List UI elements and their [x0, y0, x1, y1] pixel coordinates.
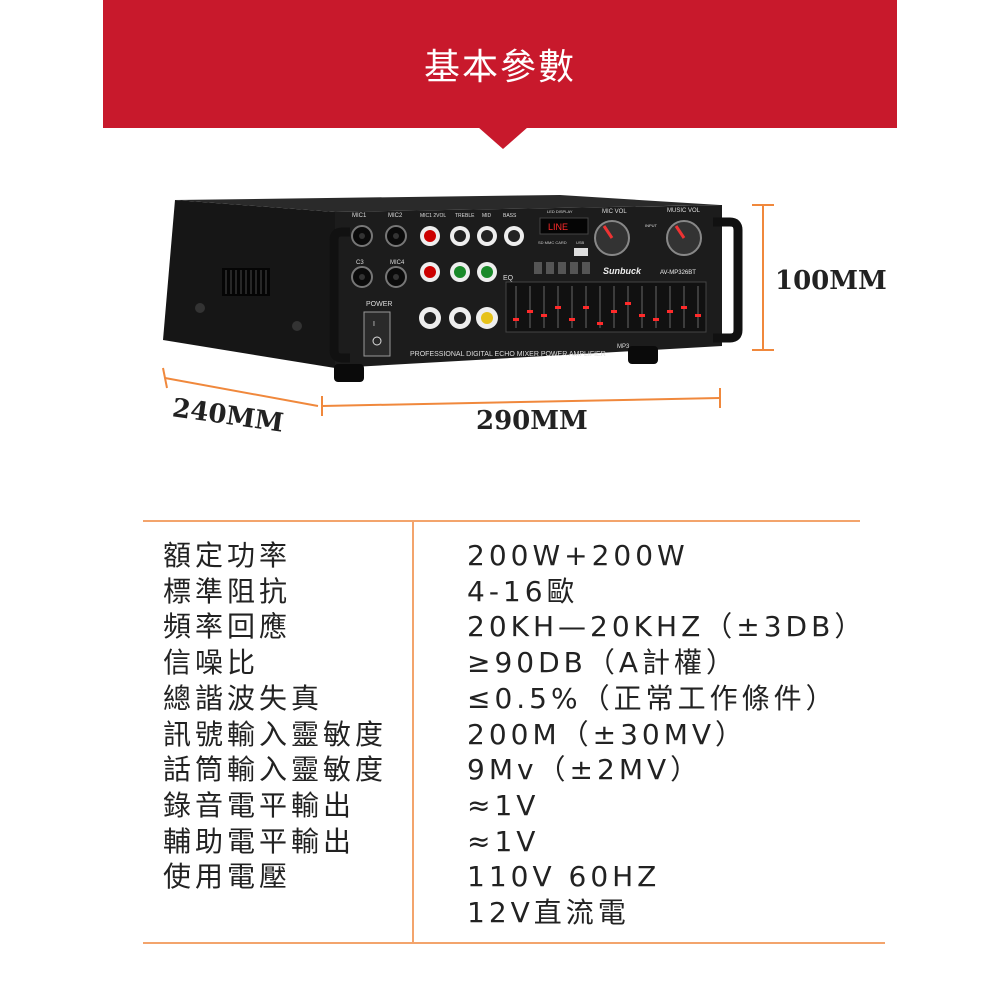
height-label: 100MM — [775, 266, 887, 296]
right-handle — [713, 217, 743, 343]
svg-text:MP3: MP3 — [617, 344, 630, 350]
width-label: 290MM — [476, 406, 588, 436]
header-banner: 基本參數 — [103, 0, 897, 128]
spec-label: 頻率回應 — [163, 610, 292, 644]
svg-text:MIC1 2VOL: MIC1 2VOL — [420, 213, 446, 219]
svg-text:SD MMC CARD: SD MMC CARD — [538, 240, 567, 245]
spec-divider-top — [143, 520, 860, 522]
spec-label: 話筒輸入靈敏度 — [163, 753, 388, 787]
spec-value: ≥90DB（A計權） — [467, 646, 739, 680]
page-title: 基本參數 — [423, 47, 576, 88]
amplifier-top-edge — [175, 195, 720, 212]
brand-label: Sunbuck — [603, 266, 642, 276]
svg-text:POWER: POWER — [366, 301, 392, 308]
spec-value: ≈1V — [467, 788, 540, 822]
spec-label: 標準阻抗 — [163, 574, 292, 608]
spec-value-list: 200W+200W 4-16歐 20KH—20KHZ（±3DB） ≥90DB（A… — [467, 538, 866, 931]
spec-label: 使用電壓 — [163, 860, 292, 894]
svg-text:LINE: LINE — [548, 222, 568, 232]
svg-text:MIC2: MIC2 — [388, 213, 403, 219]
front-panel-text: PROFESSIONAL DIGITAL ECHO MIXER POWER AM… — [410, 351, 606, 358]
svg-text:MID: MID — [482, 213, 492, 219]
spec-value: 200W+200W — [467, 539, 689, 572]
spec-value: 200M（±30MV） — [467, 717, 748, 751]
power-switch — [363, 311, 391, 357]
svg-text:MIC4: MIC4 — [390, 260, 405, 266]
spec-value: 9Mv（±2MV） — [467, 753, 703, 787]
svg-text:MUSIC VOL: MUSIC VOL — [667, 208, 701, 214]
foot-left — [334, 364, 364, 382]
spec-divider-vertical — [412, 522, 414, 942]
svg-text:INPUT: INPUT — [645, 223, 658, 228]
spec-divider-bottom — [143, 942, 885, 944]
svg-text:USB: USB — [576, 240, 585, 245]
spec-value: 12V直流電 — [467, 896, 630, 930]
left-handle — [329, 227, 350, 363]
svg-text:MIC1: MIC1 — [352, 213, 367, 219]
banner-notch — [478, 127, 528, 149]
foot-right — [628, 346, 658, 364]
spec-label: 輔助電平輸出 — [163, 824, 356, 858]
spec-label: 錄音電平輸出 — [163, 788, 356, 822]
svg-text:EQ: EQ — [503, 275, 514, 282]
svg-text:C3: C3 — [356, 260, 364, 266]
svg-text:BASS: BASS — [503, 213, 517, 219]
svg-text:LED DISPLAY: LED DISPLAY — [547, 209, 573, 214]
spec-label: 額定功率 — [163, 539, 292, 572]
svg-text:I: I — [373, 321, 375, 328]
model-label: AV-MP326BT — [660, 270, 696, 276]
spec-value: 110V 60HZ — [467, 860, 661, 894]
depth-dim-line — [164, 377, 319, 407]
spec-value: 20KH—20KHZ（±3DB） — [467, 610, 867, 644]
svg-text:MIC VOL: MIC VOL — [602, 209, 627, 215]
spec-value: ≤0.5%（正常工作條件） — [467, 681, 838, 715]
spec-label-list: 額定功率 標準阻抗 頻率回應 信噪比 總諧波失真 訊號輸入靈敏度 話筒輸入靈敏度… — [163, 538, 387, 895]
spec-label: 信噪比 — [163, 646, 260, 680]
spec-value: 4-16歐 — [467, 574, 579, 608]
spec-label: 訊號輸入靈敏度 — [163, 717, 388, 751]
width-dim-line — [321, 397, 721, 407]
spec-label: 總諧波失真 — [163, 681, 324, 715]
spec-value: ≈1V — [467, 824, 540, 858]
svg-text:TREBLE: TREBLE — [455, 213, 475, 219]
